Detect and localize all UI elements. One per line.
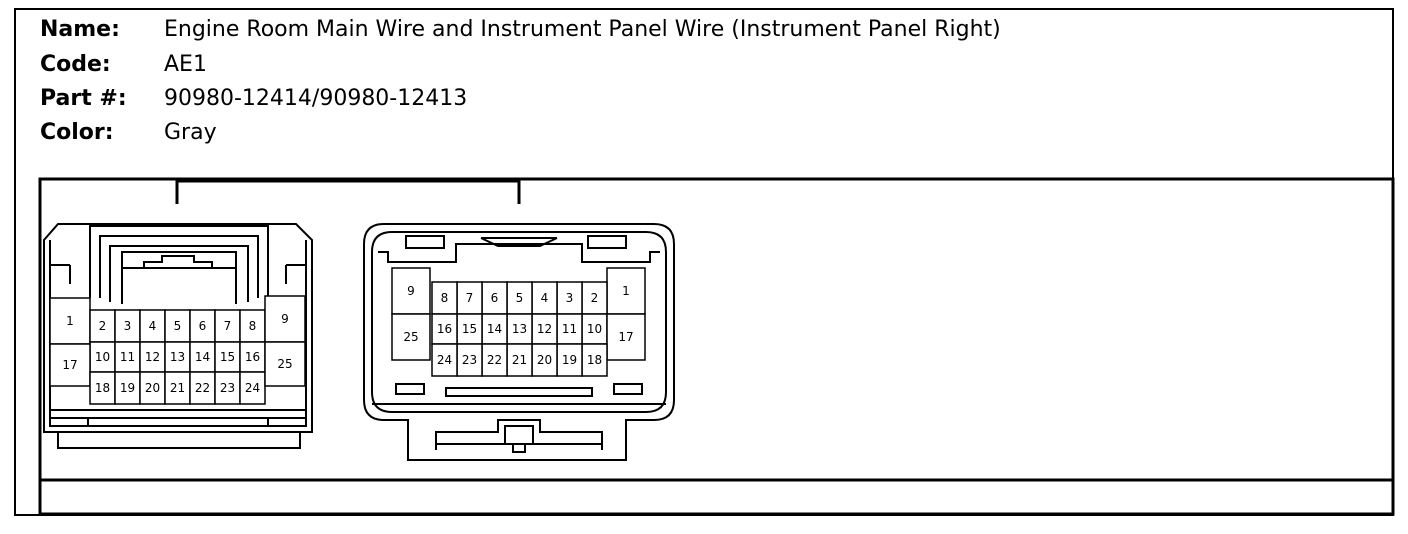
right-pin-cell-1 — [606, 267, 646, 315]
left-pin-cell-20 — [139, 371, 166, 405]
right-pin-label-25: 25 — [403, 330, 418, 344]
left-pin-cell-18 — [89, 371, 116, 405]
color-label: Color: — [40, 120, 114, 145]
diagram-panel — [38, 177, 1395, 516]
color-value: Gray — [164, 120, 217, 145]
right-pin-label-5: 5 — [516, 291, 524, 305]
left-pin-cell-7 — [214, 309, 241, 343]
left-pin-label-20: 20 — [145, 381, 160, 395]
right-pin-label-23: 23 — [462, 353, 477, 367]
code-value: AE1 — [164, 52, 207, 77]
right-pin-label-22: 22 — [487, 353, 502, 367]
right-pin-cell-9 — [391, 267, 431, 315]
right-pin-label-16: 16 — [437, 322, 452, 336]
part-value: 90980-12414/90980-12413 — [164, 86, 468, 111]
left-pin-label-22: 22 — [195, 381, 210, 395]
right-pin-cell-21 — [506, 343, 533, 377]
left-pin-cell-24 — [239, 371, 266, 405]
left-pin-label-21: 21 — [170, 381, 185, 395]
left-pin-label-23: 23 — [220, 381, 235, 395]
right-connector-housing — [363, 223, 675, 461]
left-pin-label-11: 11 — [120, 350, 135, 364]
right-pin-label-1: 1 — [622, 284, 630, 298]
left-pin-label-3: 3 — [124, 319, 132, 333]
left-pin-cell-19 — [114, 371, 141, 405]
left-pin-cell-6 — [189, 309, 216, 343]
left-pin-label-13: 13 — [170, 350, 185, 364]
left-pin-label-8: 8 — [249, 319, 257, 333]
left-pin-label-18: 18 — [95, 381, 110, 395]
left-pin-cell-12 — [139, 341, 166, 373]
right-pin-cell-14 — [481, 313, 508, 345]
right-pin-cell-13 — [506, 313, 533, 345]
left-pin-cell-2 — [89, 309, 116, 343]
right-pin-label-17: 17 — [618, 330, 633, 344]
right-pin-label-6: 6 — [491, 291, 499, 305]
right-pin-cell-19 — [556, 343, 583, 377]
right-pin-cell-18 — [581, 343, 608, 377]
right-pin-label-8: 8 — [441, 291, 449, 305]
left-pin-label-25: 25 — [277, 357, 292, 371]
left-pin-label-6: 6 — [199, 319, 207, 333]
right-pin-cell-16 — [431, 313, 458, 345]
right-pin-label-15: 15 — [462, 322, 477, 336]
left-pin-label-19: 19 — [120, 381, 135, 395]
right-pin-label-4: 4 — [541, 291, 549, 305]
left-pin-label-9: 9 — [281, 312, 289, 326]
left-pin-label-17: 17 — [62, 358, 77, 372]
right-pin-label-7: 7 — [466, 291, 474, 305]
right-pin-label-9: 9 — [407, 284, 415, 298]
right-pin-label-11: 11 — [562, 322, 577, 336]
right-pin-label-20: 20 — [537, 353, 552, 367]
left-pin-cell-1 — [49, 297, 91, 345]
left-pin-label-4: 4 — [149, 319, 157, 333]
right-pin-cell-24 — [431, 343, 458, 377]
left-pin-cell-16 — [239, 341, 266, 373]
left-pin-label-5: 5 — [174, 319, 182, 333]
left-pin-cell-10 — [89, 341, 116, 373]
right-pin-label-14: 14 — [487, 322, 502, 336]
right-pin-label-10: 10 — [587, 322, 602, 336]
right-pin-cell-17 — [606, 313, 646, 361]
right-pin-cell-25 — [391, 313, 431, 361]
left-pin-cell-17 — [49, 343, 91, 387]
right-pin-cell-23 — [456, 343, 483, 377]
right-pin-label-12: 12 — [537, 322, 552, 336]
left-pin-label-2: 2 — [99, 319, 107, 333]
left-pin-label-1: 1 — [66, 314, 74, 328]
right-pin-label-24: 24 — [437, 353, 452, 367]
left-pin-label-24: 24 — [245, 381, 260, 395]
name-label: Name: — [40, 17, 120, 42]
right-pin-label-18: 18 — [587, 353, 602, 367]
right-pin-label-2: 2 — [591, 291, 599, 305]
right-pin-label-13: 13 — [512, 322, 527, 336]
left-pin-label-15: 15 — [220, 350, 235, 364]
code-label: Code: — [40, 52, 111, 77]
right-pin-label-19: 19 — [562, 353, 577, 367]
left-pin-label-14: 14 — [195, 350, 210, 364]
right-pin-label-3: 3 — [566, 291, 574, 305]
left-pin-label-7: 7 — [224, 319, 232, 333]
right-pin-cell-12 — [531, 313, 558, 345]
left-pin-cell-25 — [264, 341, 306, 387]
connector-pair-bracket — [175, 179, 521, 204]
part-label: Part #: — [40, 86, 127, 111]
right-connector-pins: 1234567891011121314151617181920212223242… — [391, 267, 646, 377]
right-pin-label-21: 21 — [512, 353, 527, 367]
name-value: Engine Room Main Wire and Instrument Pan… — [164, 17, 1001, 42]
left-pin-label-10: 10 — [95, 350, 110, 364]
left-pin-label-12: 12 — [145, 350, 160, 364]
left-pin-label-16: 16 — [245, 350, 260, 364]
